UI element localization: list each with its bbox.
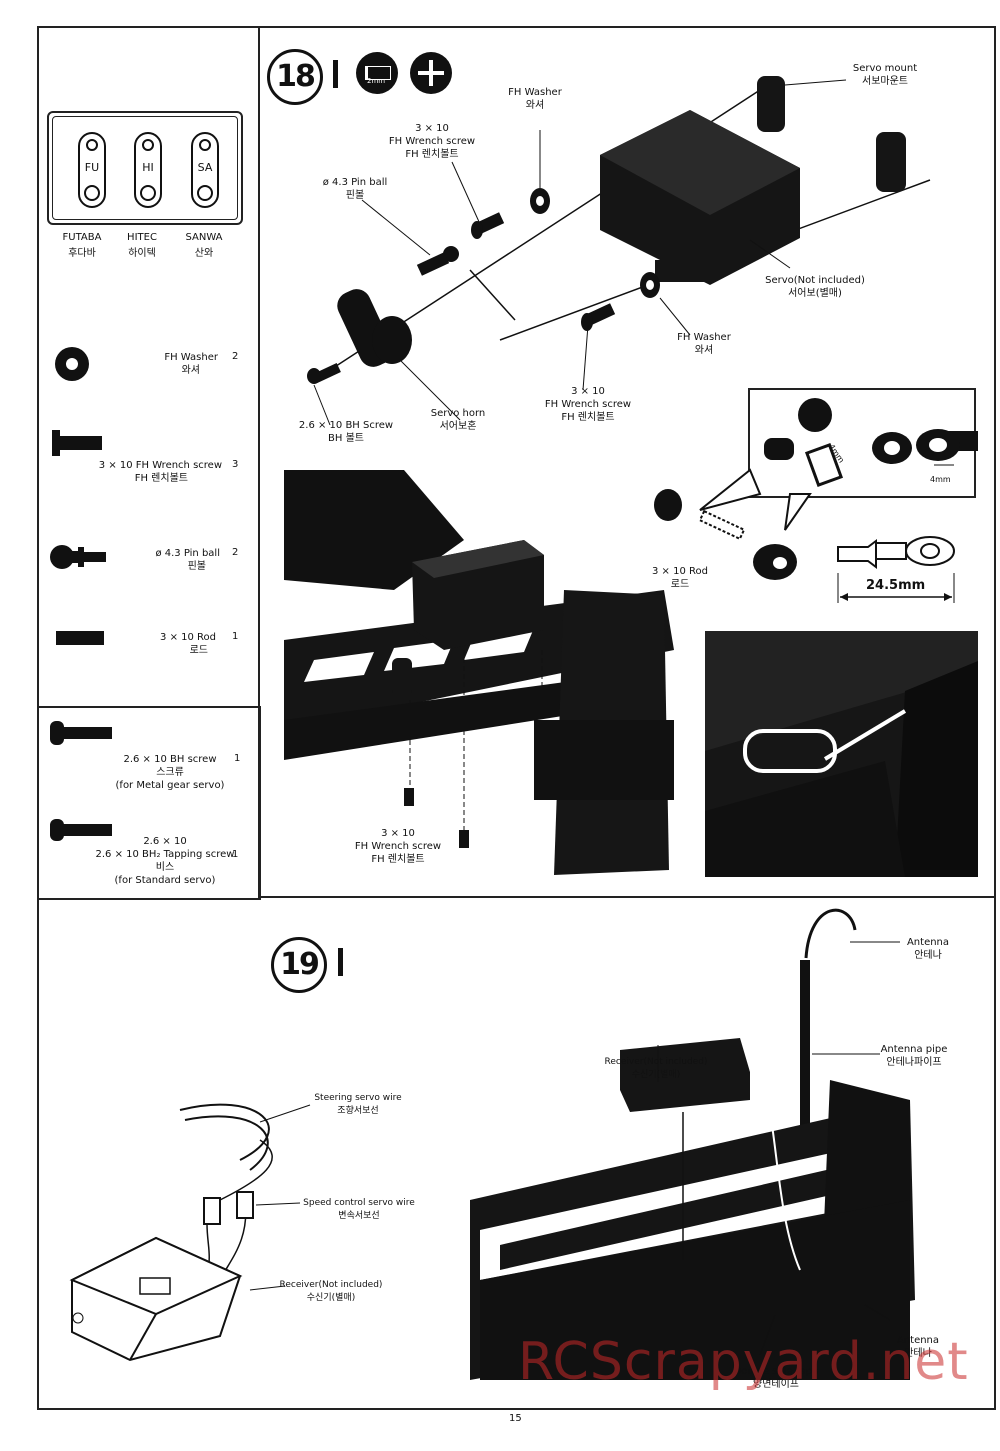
step-18-exploded-view — [307, 76, 931, 426]
step-19-number: 19 — [271, 937, 327, 993]
part-fh-washer-qty: 2 — [232, 351, 239, 362]
chassis-photo-left — [284, 470, 674, 875]
servo-horn — [337, 289, 412, 367]
watermark: RCScrapyard.net — [518, 1332, 969, 1392]
wrench-screw-icon — [52, 430, 102, 456]
servo-body — [600, 110, 800, 285]
part-rod-qty: 1 — [232, 631, 239, 642]
rod-length-value: 24.5mm — [866, 578, 926, 593]
optional-parts-icons — [50, 721, 112, 841]
label-receiver-right: Receiver(Not included)수신기(별매) — [604, 1057, 708, 1080]
step-divider — [258, 896, 994, 898]
rod-end-detail — [916, 429, 978, 466]
part-pin-ball-qty: 2 — [232, 547, 239, 558]
part-fh-wrench-screw-qty: 3 — [232, 459, 239, 470]
horn-label-fu: FU — [84, 161, 100, 174]
bh-screw-icon — [50, 721, 112, 745]
horn-icon-sa — [191, 132, 219, 208]
step-18-marker — [333, 60, 338, 88]
phillips-driver-icon — [410, 52, 452, 94]
sidebar-divider — [258, 26, 260, 896]
pin-ball-icon — [50, 545, 106, 569]
rod-inset-drawing — [654, 398, 912, 580]
rod-icon — [56, 631, 104, 645]
hex-wrench-icon: 2mm — [356, 52, 398, 94]
page-number: 15 — [509, 1413, 522, 1424]
horn-icon-fu — [78, 132, 106, 208]
linkage-photo — [705, 631, 978, 877]
wrench-screw-top — [471, 212, 505, 239]
label-receiver-left: Receiver(Not included)수신기(별매) — [279, 1280, 383, 1303]
washer-icon — [55, 347, 89, 381]
receiver-unit — [620, 1038, 750, 1112]
servo-mount-right — [876, 132, 906, 192]
parts-icons — [50, 347, 106, 645]
servo-mount-left — [757, 76, 785, 132]
wrench-screw-mid — [581, 303, 616, 331]
servo-horn-chart: FU HI SA — [47, 111, 243, 225]
horn-label-hi: HI — [142, 161, 154, 174]
connector-steering — [203, 1197, 221, 1225]
optional-tapping-screw-qty: 1 — [232, 849, 239, 860]
antenna-pipe — [800, 960, 810, 1270]
hex-wrench-size: 2mm — [367, 77, 386, 85]
antenna-chassis-illustration — [470, 908, 915, 1380]
optional-bh-screw-qty: 1 — [234, 753, 241, 764]
label-servo: Servo(Not included)서어보(별매) — [765, 275, 865, 299]
optional-parts-box — [37, 706, 261, 900]
chassis-servo — [412, 540, 544, 650]
tapping-screw-icon — [50, 819, 112, 841]
receiver-box — [69, 1236, 243, 1362]
receiver-wiring-illustration — [69, 1103, 311, 1362]
connector-speed — [236, 1191, 254, 1219]
pin-ball — [416, 246, 459, 276]
horn-label-sa: SA — [197, 161, 213, 174]
rod-length-diagram — [837, 536, 955, 603]
inset-dim-4mm-b: 4mm — [930, 475, 951, 484]
step-19-marker — [338, 948, 343, 976]
bh-screw — [307, 362, 341, 384]
step-18-number: 18 — [267, 49, 323, 105]
horn-icon-hi — [134, 132, 162, 208]
